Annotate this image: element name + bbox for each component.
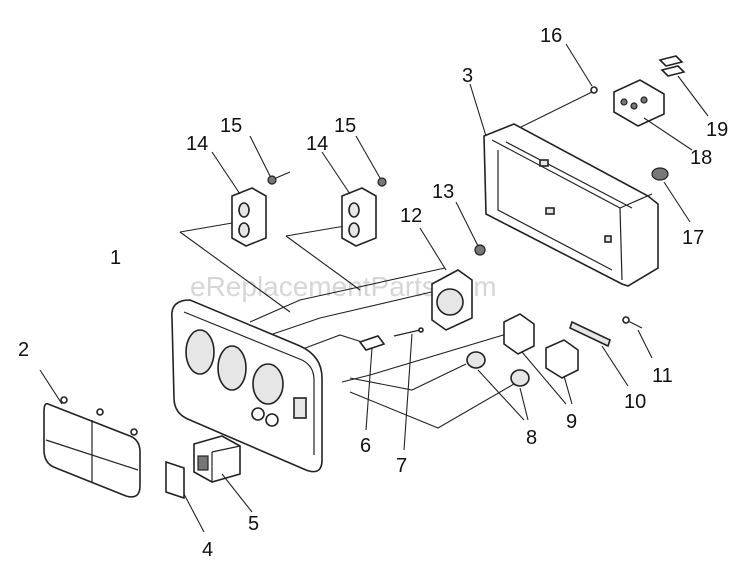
callout-7: 7 <box>396 455 407 477</box>
part-4-switch-plate <box>165 460 205 533</box>
part-13-nut <box>455 201 486 256</box>
part-5-rocker-switch <box>193 435 253 513</box>
part-12-round-receptacle <box>419 227 473 331</box>
callout-14a: 14 <box>186 133 208 155</box>
part-8-breakers <box>466 351 530 421</box>
callout-15a: 15 <box>220 115 242 137</box>
part-15a-nut <box>249 135 291 185</box>
callout-13: 13 <box>432 181 454 203</box>
callout-12: 12 <box>400 205 422 227</box>
callout-9: 9 <box>566 411 577 433</box>
part-3-rear-housing <box>469 83 659 287</box>
callout-18: 18 <box>690 147 712 169</box>
part-2-outlet-cover <box>39 369 141 498</box>
callout-4: 4 <box>202 539 213 561</box>
callout-19: 19 <box>706 119 728 141</box>
callout-15b: 15 <box>334 115 356 137</box>
callout-11: 11 <box>652 365 673 387</box>
part-16-screw <box>565 43 598 94</box>
callout-5: 5 <box>248 513 259 535</box>
callout-17: 17 <box>682 227 704 249</box>
part-7-terminal <box>393 327 424 451</box>
part-17-grommet <box>651 167 691 223</box>
callout-14b: 14 <box>306 133 328 155</box>
callout-10: 10 <box>624 391 646 413</box>
part-11-screw <box>622 316 653 359</box>
part-19-clips <box>658 55 709 117</box>
part-14a-receptacle <box>211 151 267 247</box>
part-10-rail <box>569 320 629 387</box>
part-1-control-panel <box>171 299 323 473</box>
callout-3: 3 <box>462 65 473 87</box>
part-15b-nut <box>355 135 387 187</box>
part-14b-receptacle <box>321 151 377 247</box>
callout-2: 2 <box>18 339 29 361</box>
part-9-switches <box>503 313 579 405</box>
callout-8: 8 <box>526 427 537 449</box>
part-18-terminal-block <box>613 79 693 151</box>
callout-6: 6 <box>360 435 371 457</box>
callout-labels: 1 2 3 4 5 6 7 8 9 10 11 12 13 14 14 15 1… <box>18 25 728 561</box>
callout-1: 1 <box>110 247 121 269</box>
part-6-connector <box>358 335 386 431</box>
callout-16: 16 <box>540 25 562 47</box>
